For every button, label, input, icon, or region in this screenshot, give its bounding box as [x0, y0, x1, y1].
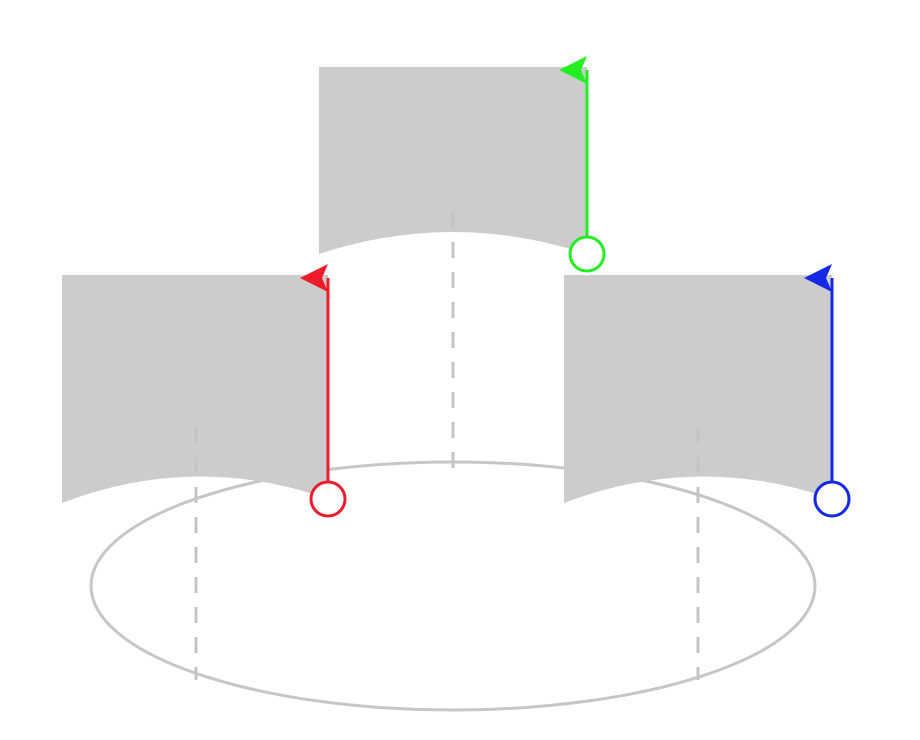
vector-right-origin — [813, 480, 851, 518]
vector-center-origin — [568, 235, 606, 273]
vector-right — [804, 264, 851, 518]
panel-right — [564, 275, 832, 503]
base-ellipse — [89, 460, 817, 712]
panel-center — [319, 67, 587, 254]
panel-left — [62, 275, 328, 503]
vector-left-origin — [309, 480, 347, 518]
vector-left — [300, 264, 347, 518]
vector-center — [559, 56, 606, 273]
